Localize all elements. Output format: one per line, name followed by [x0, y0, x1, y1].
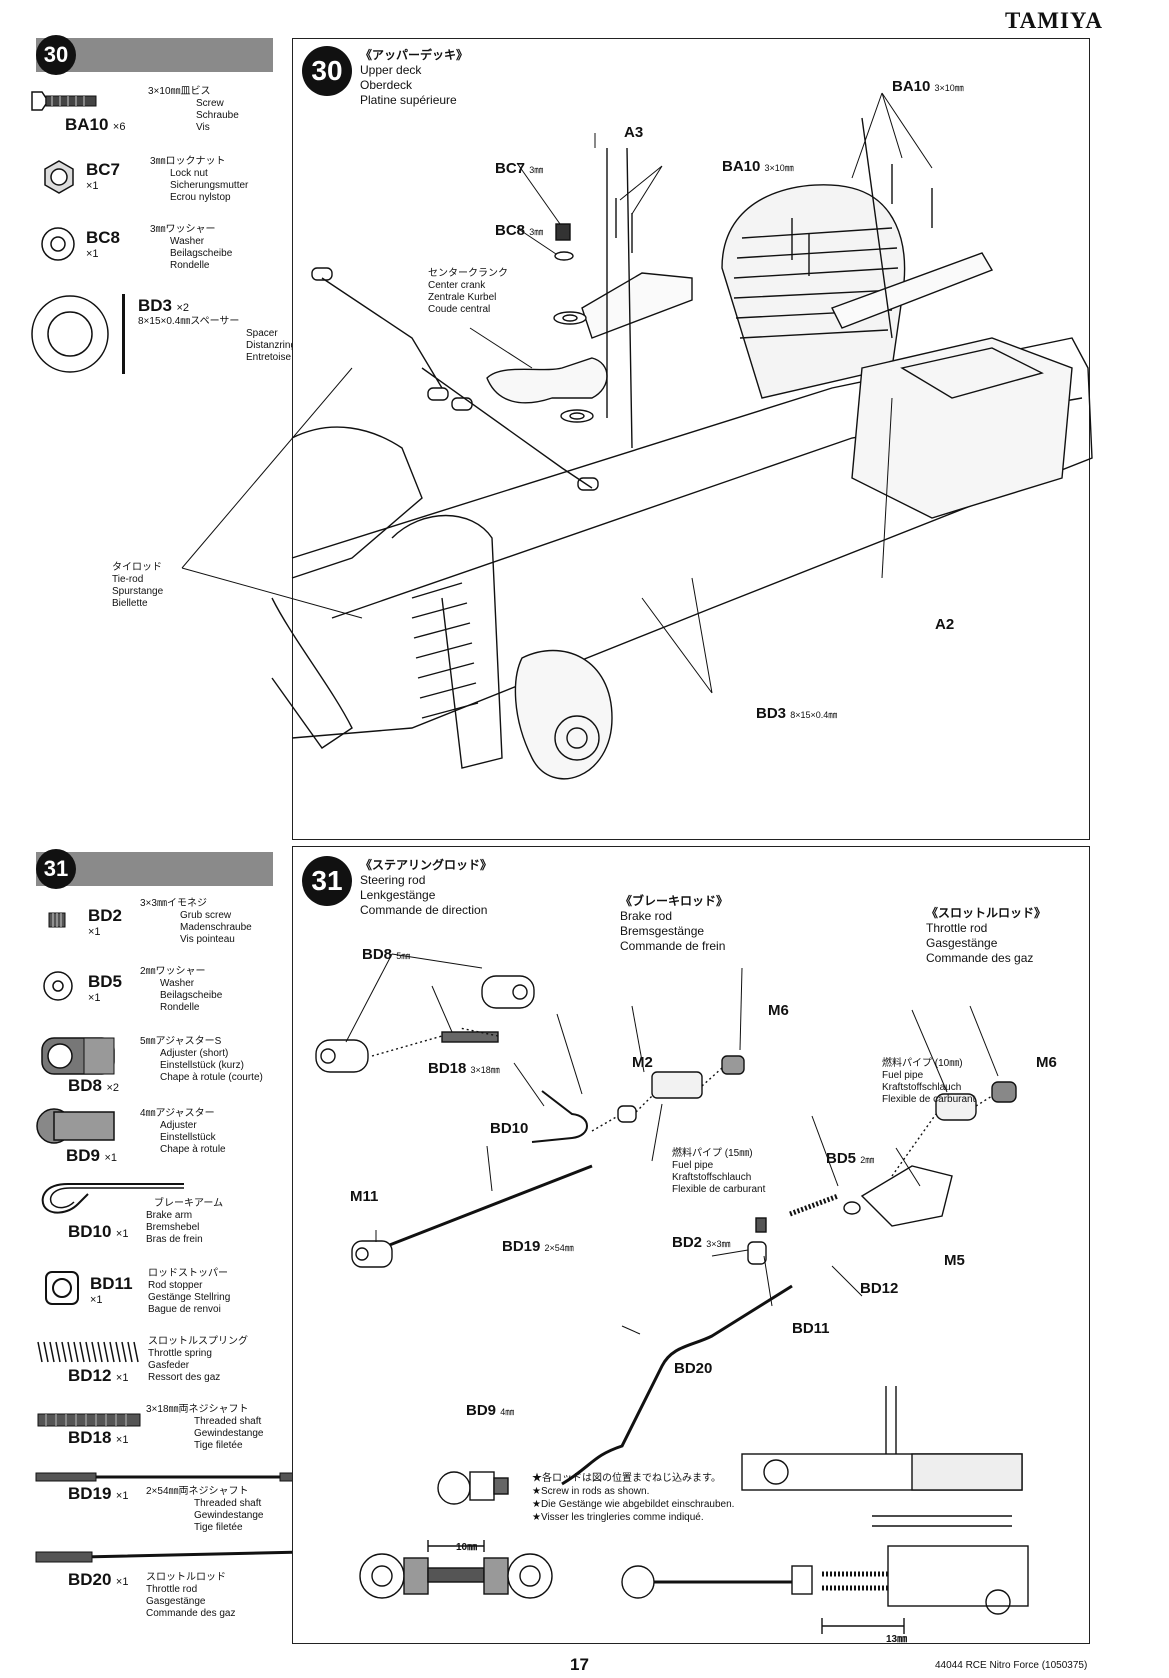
callout-bd8: BD8 5㎜: [362, 946, 411, 963]
callout-m6-brake: M6: [768, 1002, 789, 1019]
part-bd12-code: BD12 ×1: [68, 1366, 129, 1385]
threaded-shaft-icon: [37, 1413, 141, 1427]
center-crank-label: センタークランク Center crank Zentrale Kurbel Co…: [428, 268, 508, 315]
callout-ba10-right: BA10 3×10㎜: [892, 78, 964, 95]
brand-logo: TAMIYA: [1005, 8, 1104, 33]
rod-assembly-illustration: [315, 953, 1029, 1634]
step31-parts-number: 31: [36, 849, 76, 889]
callout-bd9: BD9 4㎜: [466, 1402, 515, 1419]
part-bd8-label: 5㎜アジャスターS Adjuster (short) Einstellstück…: [140, 1036, 263, 1083]
callout-m2: M2: [632, 1054, 653, 1071]
footer-kit-code: 44044 RCE Nitro Force (1050375): [935, 1660, 1088, 1671]
part-ba10-code: BA10 ×6: [65, 115, 126, 134]
part-bd20-label: スロットルロッド Throttle rod Gasgestänge Comman…: [146, 1572, 236, 1619]
callout-m5: M5: [944, 1252, 965, 1269]
fuel-pipe-15-label: 燃料パイプ (15㎜) Fuel pipe Kraftstoffschlauch…: [672, 1148, 766, 1195]
step30-title: 《アッパーデッキ》 Upper deck Oberdeck Platine su…: [360, 48, 469, 107]
part-bd18-code: BD18 ×1: [68, 1428, 129, 1447]
part-bd10-code: BD10 ×1: [68, 1222, 129, 1241]
callout-bd12: BD12: [860, 1280, 899, 1297]
tie-rod-label: タイロッド Tie-rod Spurstange Biellette: [112, 562, 164, 609]
spacer-icon: [31, 294, 125, 374]
brake-rod-title: 《ブレーキロッド》 Brake rod Bremsgestänge Comman…: [620, 894, 729, 953]
steering-rod-title: 《ステアリングロッド》 Steering rod Lenkgestänge Co…: [360, 858, 493, 917]
part-bd9-label: 4㎜アジャスター Adjuster Einstellstück Chape à …: [140, 1108, 226, 1155]
part-bd9-code: BD9 ×1: [66, 1146, 118, 1165]
callout-bd2: BD2 3×3㎜: [672, 1234, 731, 1251]
throttle-spring-icon: [37, 1341, 139, 1363]
washer-icon: [41, 227, 75, 261]
part-bd19-label: 2×54㎜両ネジシャフト Threaded shaft Gewindestang…: [146, 1486, 264, 1533]
dimension-10mm: 10㎜: [456, 1542, 478, 1553]
throttle-rod-title: 《スロットルロッド》 Throttle rod Gasgestänge Comm…: [926, 906, 1047, 965]
part-bd3-code: BD3 ×2: [138, 296, 190, 315]
part-bd10-label: ブレーキアーム Brake arm Bremshebel Bras de fre…: [146, 1198, 224, 1245]
callout-m6-throttle: M6: [1036, 1054, 1057, 1071]
part-bd5-label: 2㎜ワッシャー Washer Beilagscheibe Rondelle: [140, 966, 223, 1013]
part-bd11-label: ロッドストッパー Rod stopper Gestänge Stellring …: [148, 1268, 231, 1315]
screw-icon: [31, 91, 97, 111]
part-bd19-code: BD19 ×1: [68, 1484, 129, 1503]
rod-stopper-icon: [45, 1271, 79, 1305]
part-bc8-label: 3㎜ワッシャー Washer Beilagscheibe Rondelle: [150, 224, 233, 271]
page-number: 17: [570, 1655, 589, 1674]
upper-deck-assembly-illustration: [181, 92, 1093, 780]
part-bd11-code: BD11×1: [90, 1274, 133, 1306]
part-bd2-code: BD2×1: [88, 906, 123, 938]
part-bc8-code: BC8×1: [86, 228, 121, 260]
assembly-note: ★各ロッドは図の位置までねじ込みます。 ★Screw in rods as sh…: [532, 1473, 735, 1523]
callout-bc7: BC7 3㎜: [495, 160, 544, 177]
callout-bd11: BD11: [792, 1320, 830, 1337]
callout-a2: A2: [935, 616, 955, 633]
adjuster-short-icon: [41, 1037, 115, 1075]
callout-bd3: BD3 8×15×0.4㎜: [756, 705, 838, 722]
step30-parts-number: 30: [36, 35, 76, 75]
callout-a3: A3: [624, 124, 644, 141]
part-bd5-code: BD5×1: [88, 972, 123, 1004]
washer-small-icon: [43, 971, 73, 1001]
step31-number: 31: [302, 856, 352, 906]
part-bd20-code: BD20 ×1: [68, 1570, 129, 1589]
callout-bc8: BC8 3㎜: [495, 222, 544, 239]
callout-bd10: BD10: [490, 1120, 529, 1137]
grub-screw-icon: [48, 912, 66, 928]
part-bc7-label: 3㎜ロックナット Lock nut Sicherungsmutter Ecrou…: [150, 156, 249, 203]
part-bd18-label: 3×18㎜両ネジシャフト Threaded shaft Gewindestang…: [146, 1404, 264, 1451]
callout-bd19: BD19 2×54㎜: [502, 1238, 574, 1255]
part-bd8-code: BD8 ×2: [68, 1076, 120, 1095]
dimension-13mm: 13㎜: [886, 1634, 908, 1645]
callout-bd20: BD20: [674, 1360, 713, 1377]
part-bd12-label: スロットルスプリング Throttle spring Gasfeder Ress…: [148, 1336, 248, 1383]
lock-nut-icon: [44, 160, 74, 194]
callout-bd18: BD18 3×18㎜: [428, 1060, 500, 1077]
step30-number: 30: [302, 46, 352, 96]
part-bd3-label: 8×15×0.4㎜スペーサー Spacer Distanzring Entret…: [138, 316, 297, 363]
step31-panel: [292, 846, 1090, 1644]
brake-arm-icon: [41, 1183, 184, 1214]
callout-ba10-mid: BA10 3×10㎜: [722, 158, 794, 175]
part-bd2-label: 3×3㎜イモネジ Grub screw Madenschraube Vis po…: [140, 898, 252, 945]
callout-m11: M11: [350, 1188, 379, 1205]
adjuster-icon: [36, 1108, 115, 1144]
callout-bd5: BD5 2㎜: [826, 1150, 875, 1167]
part-ba10-label: 3×10㎜皿ビス Screw Schraube Vis: [148, 86, 239, 133]
fuel-pipe-10-label: 燃料パイプ (10㎜) Fuel pipe Kraftstoffschlauch…: [882, 1058, 976, 1105]
part-bc7-code: BC7×1: [86, 160, 121, 192]
